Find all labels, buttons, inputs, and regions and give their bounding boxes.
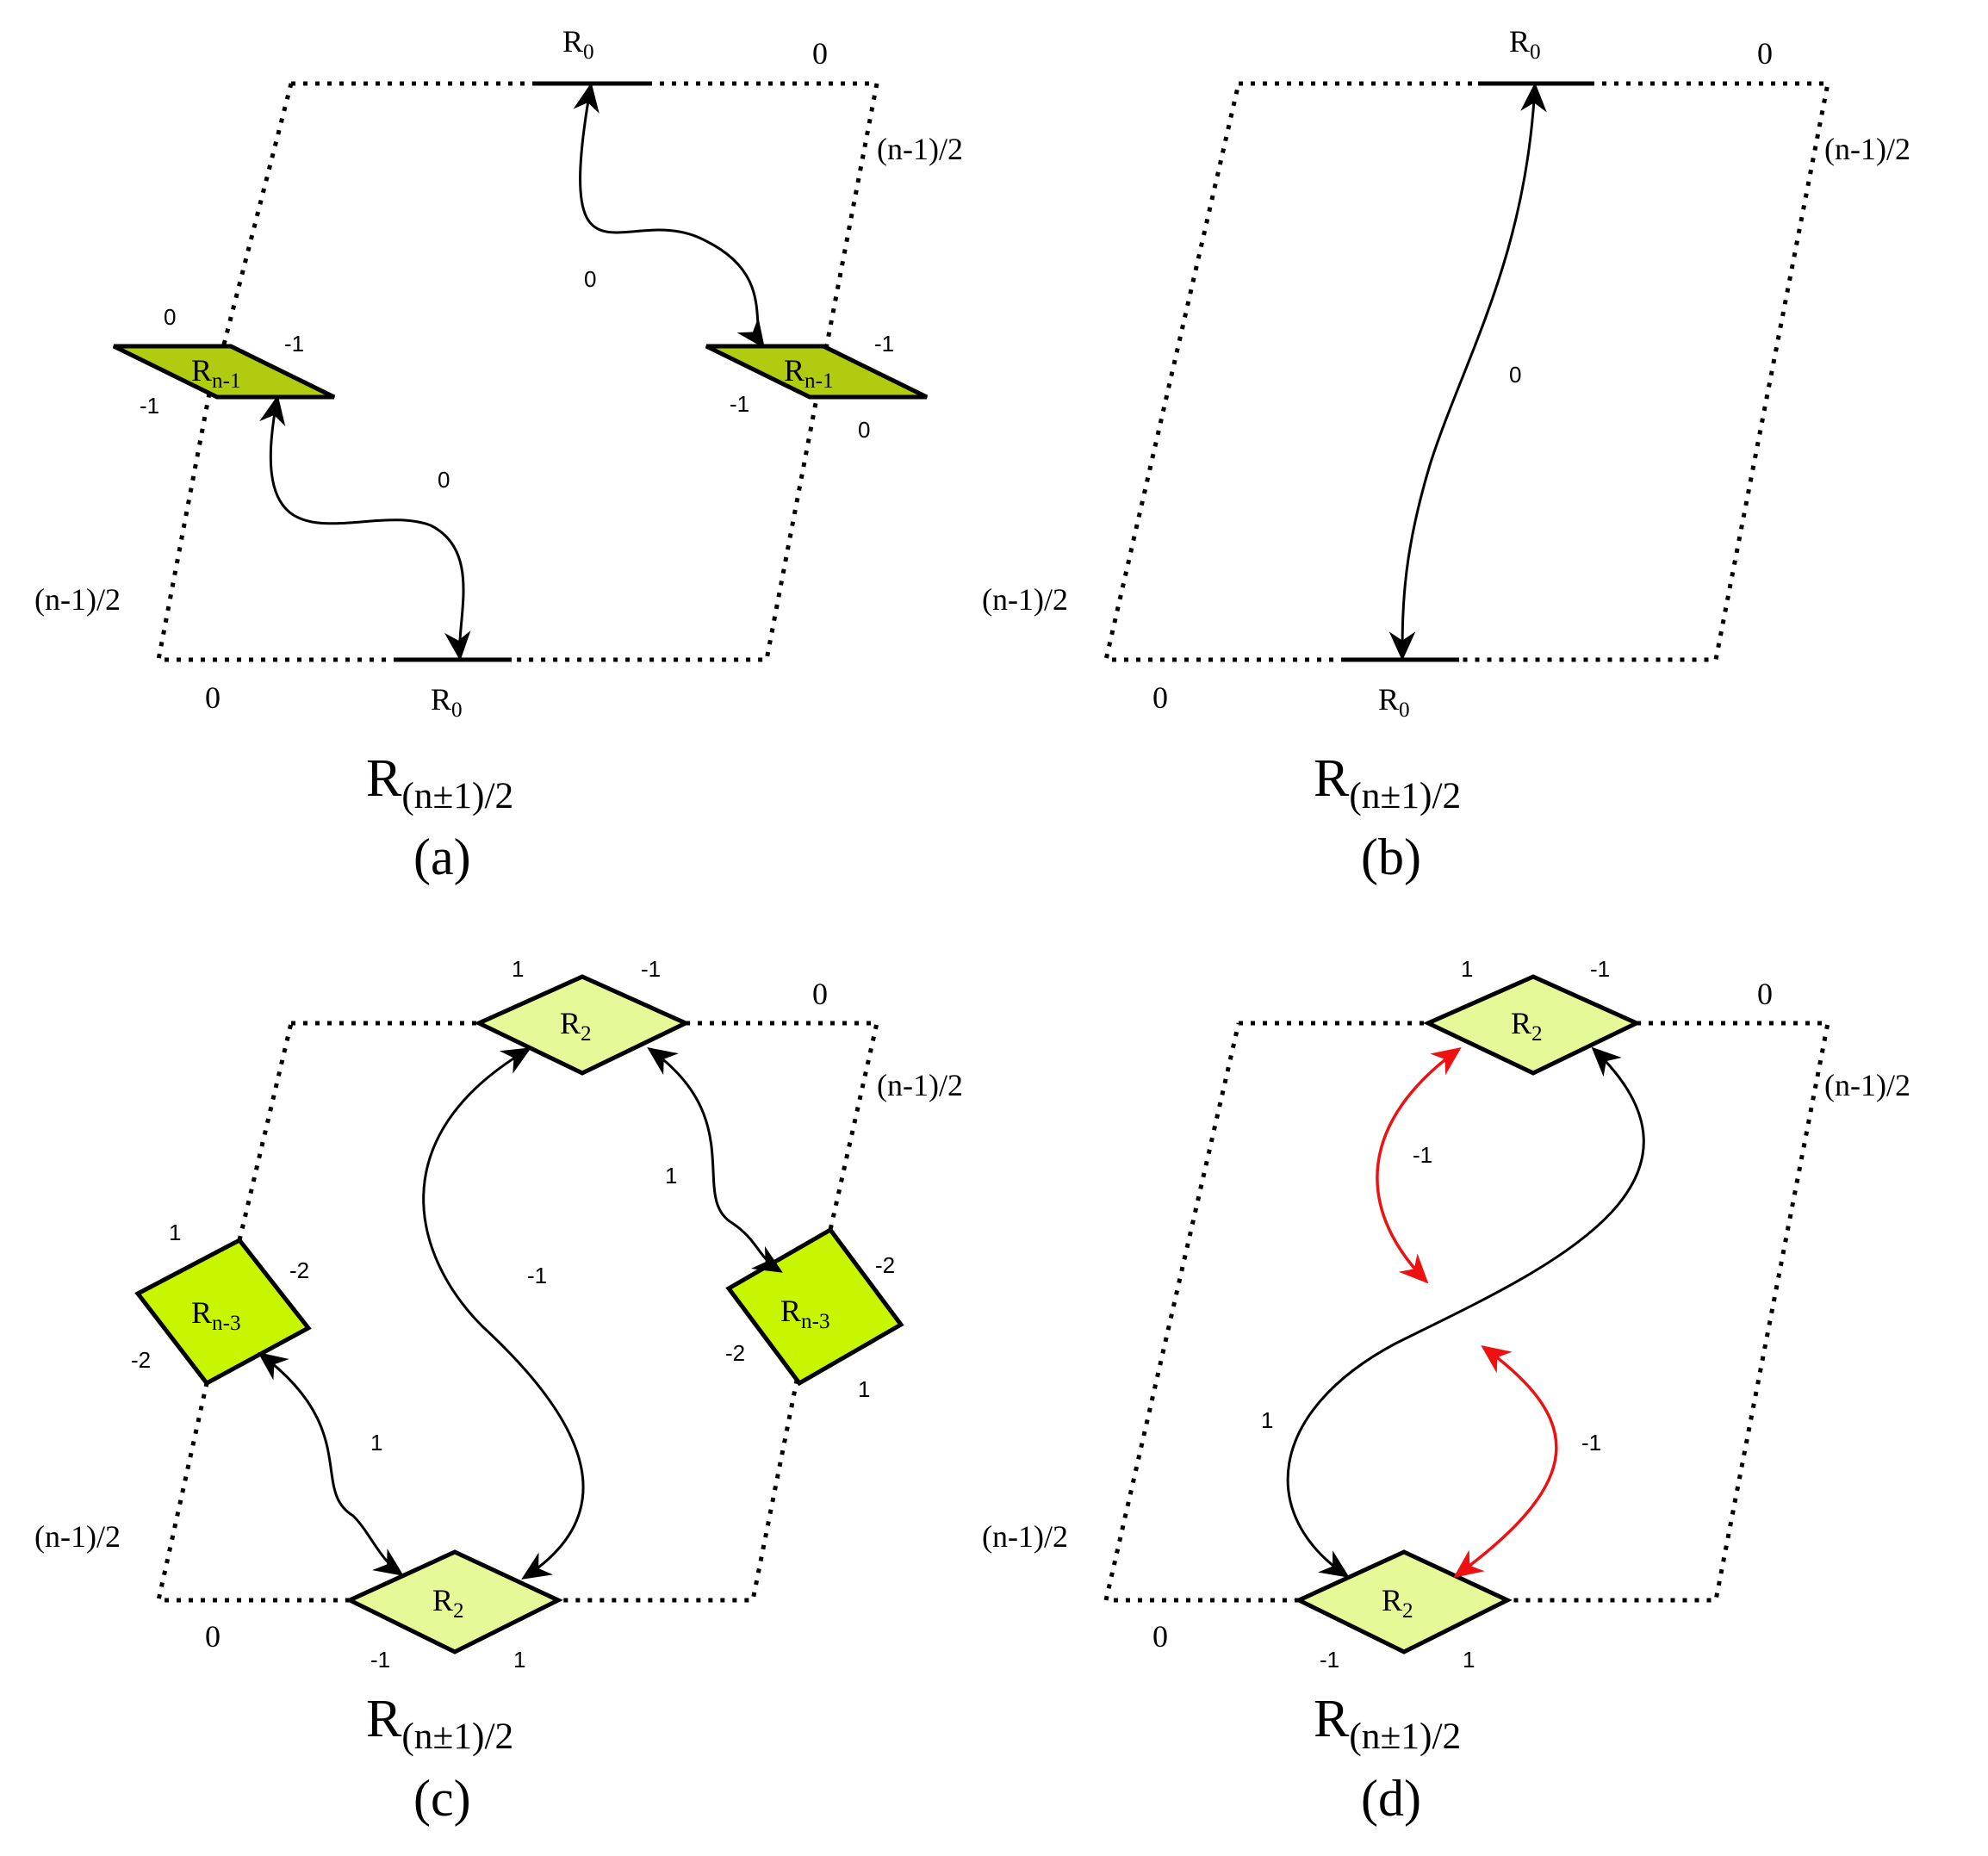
panel-a-rn1-right-label: Rn-1 bbox=[784, 353, 834, 393]
panel-a-label-right-shape-minus1-top: -1 bbox=[874, 331, 894, 357]
panel-c-rn3-left-shape bbox=[134, 1237, 312, 1387]
panel-d-bottom-symbol: R(n±1)/2 bbox=[1314, 1690, 1461, 1757]
panel-c-label-left-shape-minus2-top: -2 bbox=[289, 1257, 309, 1283]
panel-b-frame bbox=[1103, 81, 1831, 662]
panel-c-label-center-minus1: -1 bbox=[527, 1263, 547, 1288]
panel-c-label-bottom-left-zero: 0 bbox=[205, 1619, 221, 1654]
panel-c-label-r2-bottom-minus1: -1 bbox=[370, 1647, 390, 1673]
panel-c-r2-top-shape bbox=[474, 974, 691, 1076]
panel-c-label-right-shape-minus2-top: -2 bbox=[875, 1252, 895, 1278]
panel-c-label-left-half: (n-1)/2 bbox=[34, 1519, 121, 1554]
panel-d-r2-bottom-label: R2 bbox=[1382, 1583, 1413, 1623]
panel-a-bottom-r0-label: R0 bbox=[431, 682, 463, 722]
panel-c-label-r2-top-one: 1 bbox=[512, 956, 524, 982]
panel-c-rn3-left-label: Rn-3 bbox=[191, 1295, 241, 1335]
panel-d-label-r2-top-one: 1 bbox=[1461, 956, 1473, 982]
panel-d: R2 R2 1 -1 0 (n-1)/2 -1 -1 1 (n-1)/2 0 -… bbox=[982, 956, 1910, 1827]
panel-d-label-red-top-minus1: -1 bbox=[1413, 1142, 1432, 1168]
panel-a-label-left-shape-zero: 0 bbox=[164, 304, 176, 330]
panel-c-label-left-shape-one: 1 bbox=[169, 1220, 181, 1245]
panel-c-label-right-half: (n-1)/2 bbox=[877, 1068, 963, 1102]
panel-c-rn3-right-label: Rn-3 bbox=[780, 1294, 830, 1333]
panel-a-label-left-shape-minus1-bottom: -1 bbox=[140, 393, 159, 419]
panel-a-bottom-symbol: R(n±1)/2 bbox=[366, 749, 513, 816]
panel-c-label-r2-top-minus1: -1 bbox=[641, 956, 661, 982]
panel-b-bottom-r0-label: R0 bbox=[1378, 682, 1410, 722]
panel-a-label-center-bottom-zero: 0 bbox=[438, 467, 450, 493]
panel-b-top-r0-label: R0 bbox=[1509, 24, 1541, 64]
panel-a-caption: (a) bbox=[413, 829, 471, 885]
panel-d-arrow-black bbox=[1286, 1046, 1645, 1578]
panel-c-label-top-right-zero: 0 bbox=[812, 977, 828, 1011]
panel-d-label-r2-bottom-one: 1 bbox=[1463, 1647, 1475, 1673]
panel-d-caption: (d) bbox=[1361, 1770, 1421, 1827]
panel-b-arrow bbox=[1388, 82, 1547, 661]
panel-d-label-top-right-zero: 0 bbox=[1757, 977, 1773, 1011]
panel-a-label-top-right-zero: 0 bbox=[812, 36, 828, 71]
panel-d-label-red-bottom-minus1: -1 bbox=[1581, 1430, 1601, 1456]
panel-b: R0 R0 0 (n-1)/2 (n-1)/2 0 0 R(n±1)/2 (b) bbox=[982, 24, 1910, 885]
panel-a-arrow-bottom bbox=[259, 394, 471, 661]
panel-c-r2-bottom-label: R2 bbox=[432, 1583, 464, 1623]
panel-a-rn1-right-shape bbox=[705, 344, 929, 400]
panel-a-label-left-shape-minus1-top: -1 bbox=[284, 331, 304, 357]
panel-d-label-r2-bottom-minus1: -1 bbox=[1320, 1647, 1339, 1673]
panel-b-label-center-zero: 0 bbox=[1509, 362, 1521, 388]
panel-b-label-bottom-left-zero: 0 bbox=[1152, 680, 1168, 715]
panel-c-label-r2-bottom-one: 1 bbox=[513, 1647, 525, 1673]
panel-a-label-right-half: (n-1)/2 bbox=[877, 132, 963, 166]
panel-c-arrow-center bbox=[422, 1047, 585, 1580]
panel-a-label-center-top-zero: 0 bbox=[584, 266, 596, 292]
panel-c-arrow-left bbox=[258, 1351, 404, 1576]
panel-a-label-left-half: (n-1)/2 bbox=[34, 582, 121, 617]
panel-a-label-right-shape-zero: 0 bbox=[858, 417, 870, 443]
panel-b-label-left-half: (n-1)/2 bbox=[982, 582, 1068, 617]
panel-c-label-right-shape-minus2-bottom: -2 bbox=[725, 1340, 745, 1366]
panel-a-rn1-left-label: Rn-1 bbox=[191, 353, 241, 393]
panel-d-r2-top-label: R2 bbox=[1511, 1006, 1543, 1046]
panel-b-caption: (b) bbox=[1361, 829, 1421, 885]
panel-d-arrow-red-bottom bbox=[1453, 1344, 1558, 1579]
panel-a: Rn-1 Rn-1 R0 R0 0 (n-1)/2 (n-1)/2 0 0 0 … bbox=[34, 24, 963, 885]
panel-b-label-right-half: (n-1)/2 bbox=[1824, 132, 1910, 166]
panel-a-label-bottom-left-zero: 0 bbox=[205, 680, 221, 715]
panel-a-top-r0-label: R0 bbox=[562, 24, 594, 64]
panel-d-label-bottom-left-zero: 0 bbox=[1152, 1619, 1168, 1654]
panel-c-label-left-shape-minus2-bottom: -2 bbox=[131, 1347, 151, 1373]
panel-c-bottom-symbol: R(n±1)/2 bbox=[366, 1690, 513, 1757]
panel-c-label-left-arrow-one: 1 bbox=[370, 1430, 382, 1456]
panel-a-arrow-top bbox=[573, 82, 765, 349]
panel-c-arrow-right bbox=[647, 1047, 783, 1273]
panel-c-label-right-arrow-one: 1 bbox=[665, 1163, 677, 1189]
panel-d-label-left-half: (n-1)/2 bbox=[982, 1519, 1068, 1554]
panel-c-label-right-shape-one: 1 bbox=[858, 1376, 870, 1402]
panel-d-arrow-red-top bbox=[1376, 1047, 1462, 1284]
panel-d-label-r2-top-minus1: -1 bbox=[1590, 956, 1610, 982]
panel-b-label-top-right-zero: 0 bbox=[1757, 36, 1773, 71]
panel-d-label-black-one: 1 bbox=[1261, 1407, 1273, 1433]
panel-d-frame bbox=[1103, 1021, 1831, 1603]
panel-d-label-right-half: (n-1)/2 bbox=[1824, 1068, 1910, 1102]
panel-c-r2-top-label: R2 bbox=[560, 1006, 592, 1046]
panel-b-bottom-symbol: R(n±1)/2 bbox=[1314, 749, 1461, 816]
panel-c: R2 R2 Rn-3 Rn-3 1 -1 0 (n-1)/2 1 -1 -2 -… bbox=[34, 956, 963, 1827]
panel-a-label-right-shape-minus1-bottom: -1 bbox=[730, 391, 749, 417]
panel-c-caption: (c) bbox=[413, 1770, 471, 1827]
